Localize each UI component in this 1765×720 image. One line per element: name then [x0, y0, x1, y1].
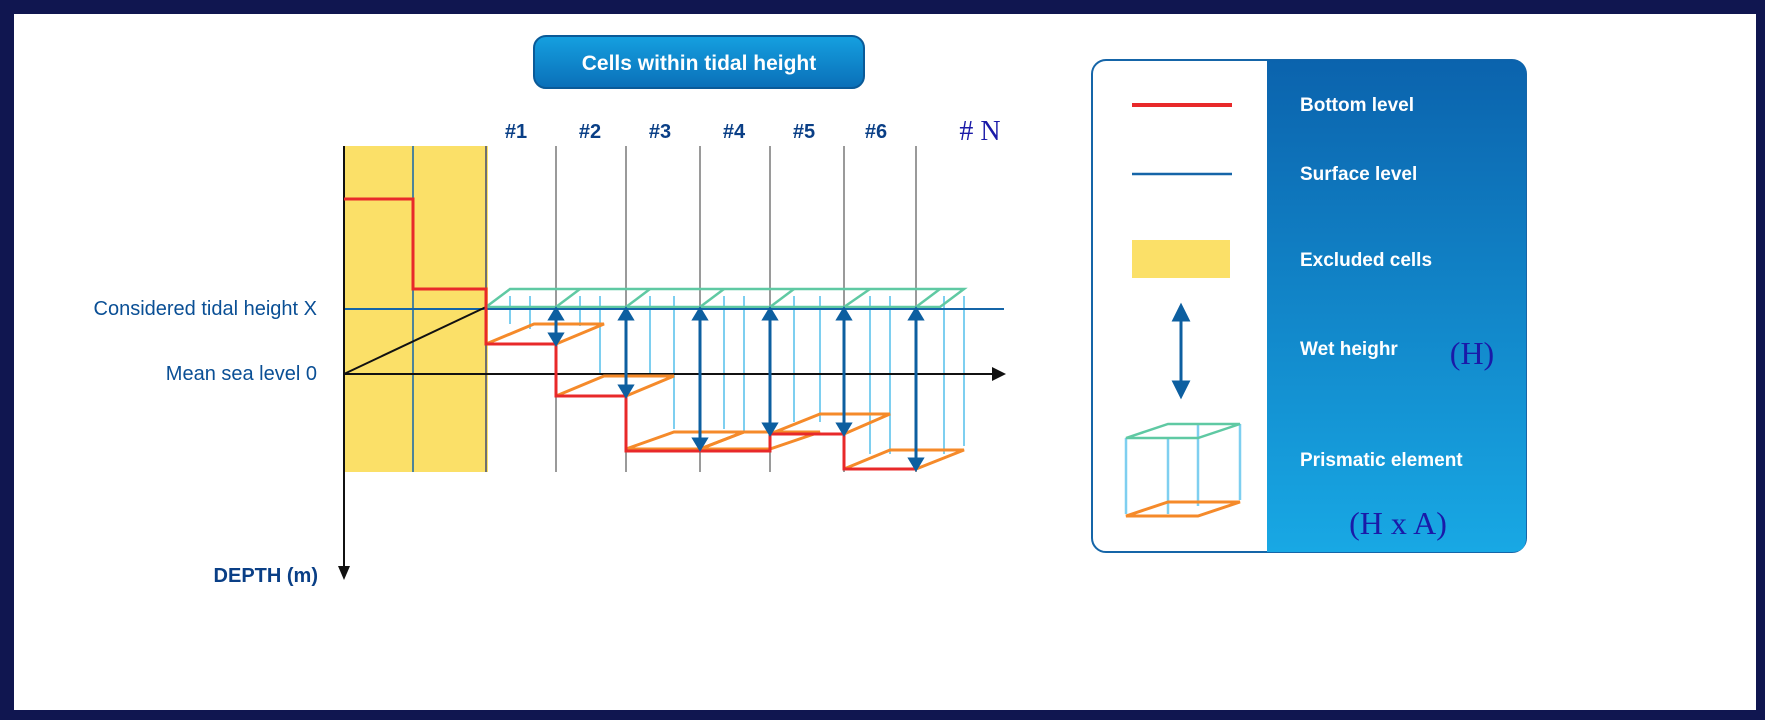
depth-arrow-icon	[338, 566, 350, 580]
prism-top-surface	[485, 287, 968, 309]
legend: Bottom level Surface level Excluded cell…	[1091, 59, 1527, 553]
tidal-cells-diagram: Cells within tidal height #1 #2 #3 #4 #5…	[94, 35, 1527, 587]
cell-label-n: # N	[959, 116, 1000, 147]
cell-label-2: #2	[579, 121, 601, 143]
slope-line	[343, 306, 487, 375]
cell-label-4: #4	[723, 121, 746, 143]
legend-excluded-swatch	[1132, 240, 1230, 278]
cells-header-label: Cells within tidal height	[582, 52, 817, 75]
legend-bottom-level-label: Bottom level	[1300, 95, 1414, 116]
cell-label-1: #1	[505, 121, 527, 143]
cell-label-3: #3	[649, 121, 671, 143]
legend-excluded-label: Excluded cells	[1300, 250, 1432, 271]
cell-label-6: #6	[865, 121, 887, 143]
mean-sea-level-label: Mean sea level 0	[166, 363, 317, 385]
legend-wet-height-arrow-icon	[1171, 302, 1191, 400]
bottom-level-line	[344, 197, 916, 471]
legend-prism-icon	[1124, 422, 1242, 518]
cells-header-pill	[533, 35, 865, 89]
legend-prismatic-symbol: (H x A)	[1349, 505, 1447, 541]
cell-label-5: #5	[793, 121, 815, 143]
axis-arrow-icon	[992, 367, 1006, 381]
depth-axis-label: DEPTH (m)	[214, 565, 318, 587]
diagram-canvas: Cells within tidal height #1 #2 #3 #4 #5…	[14, 14, 1756, 710]
tidal-height-label: Considered tidal height X	[94, 298, 317, 320]
legend-wet-height-symbol: (H)	[1450, 335, 1494, 371]
wet-height-arrows	[547, 306, 925, 472]
legend-prismatic-label: Prismatic element	[1300, 450, 1463, 471]
prism-side-edges	[509, 296, 965, 454]
legend-wet-height-label: Wet heighr	[1300, 339, 1398, 360]
legend-surface-level-label: Surface level	[1300, 164, 1417, 185]
legend-blue-panel	[1267, 60, 1526, 552]
